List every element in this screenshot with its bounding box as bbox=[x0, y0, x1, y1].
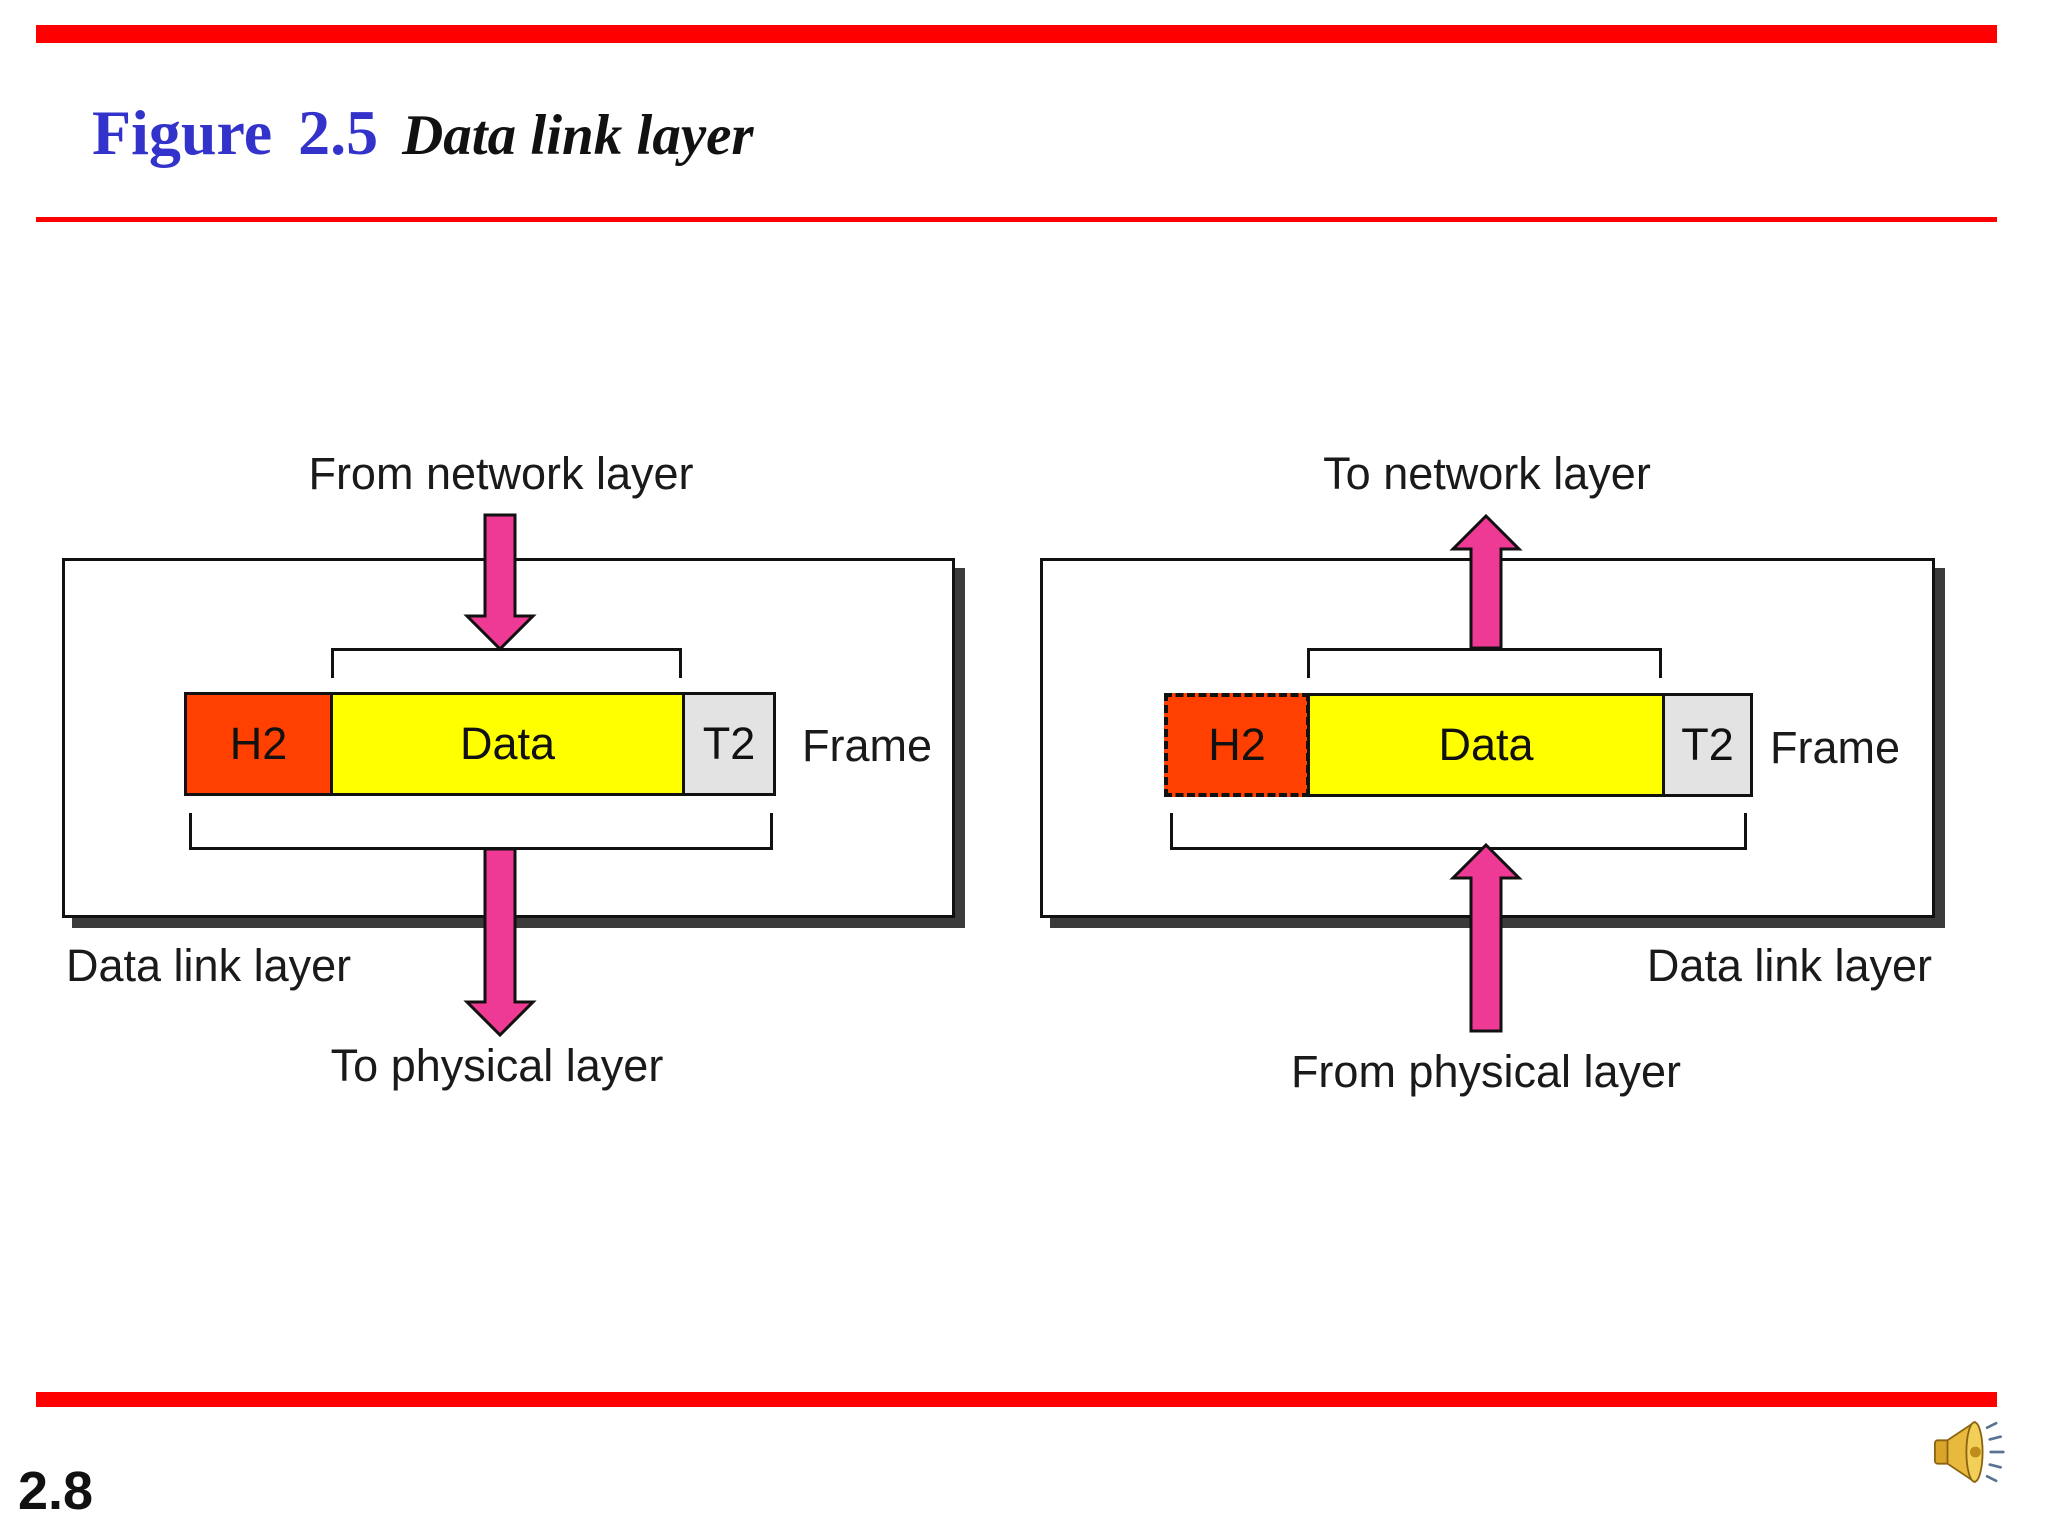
right-up-arrow-to-network bbox=[1449, 513, 1523, 650]
left-frame-header-h2: H2 bbox=[184, 692, 333, 796]
right-bottom-bracket bbox=[1170, 813, 1747, 850]
speaker-dot bbox=[1970, 1446, 1981, 1458]
arrow-shape bbox=[1449, 842, 1523, 1033]
left-bottom-label: To physical layer bbox=[330, 1040, 664, 1091]
slide-title: Figure 2.5 Data link layer bbox=[92, 96, 754, 170]
left-frame-trailer-t2: T2 bbox=[682, 692, 776, 796]
right-top-bracket bbox=[1307, 648, 1662, 678]
left-top-label: From network layer bbox=[308, 448, 694, 499]
title-underline bbox=[36, 217, 1997, 222]
right-frame-label: Frame bbox=[1770, 722, 1901, 773]
figure-label: Figure bbox=[92, 97, 273, 168]
speaker-icon[interactable] bbox=[1928, 1416, 2012, 1488]
left-frame-label: Frame bbox=[802, 720, 933, 771]
left-layer-label: Data link layer bbox=[66, 940, 352, 991]
figure-number: 2.5 bbox=[298, 97, 379, 168]
page-number: 2.8 bbox=[18, 1461, 94, 1521]
right-up-arrow-from-physical bbox=[1449, 842, 1523, 1033]
right-top-label: To network layer bbox=[1323, 448, 1651, 499]
right-frame-header-h2-dashed: H2 bbox=[1164, 693, 1310, 797]
left-frame-data: Data bbox=[330, 692, 685, 796]
left-down-arrow-from-network bbox=[463, 513, 537, 652]
left-top-bracket bbox=[331, 648, 682, 678]
sound-waves bbox=[1985, 1421, 2005, 1483]
left-down-arrow-to-physical bbox=[463, 847, 537, 1038]
top-accent-bar bbox=[36, 25, 1997, 43]
arrow-shape bbox=[463, 513, 537, 652]
right-bottom-label: From physical layer bbox=[1290, 1046, 1682, 1097]
arrow-shape bbox=[463, 847, 537, 1038]
bottom-accent-bar bbox=[36, 1392, 1997, 1407]
left-frame: H2 Data T2 bbox=[184, 692, 776, 796]
right-frame: H2 Data T2 bbox=[1164, 693, 1753, 797]
right-frame-data: Data bbox=[1307, 693, 1665, 797]
right-frame-trailer-t2: T2 bbox=[1662, 693, 1753, 797]
left-bottom-bracket bbox=[189, 813, 773, 850]
figure-title: Data link layer bbox=[402, 104, 754, 167]
arrow-shape bbox=[1449, 513, 1523, 650]
right-layer-label: Data link layer bbox=[1646, 940, 1932, 991]
